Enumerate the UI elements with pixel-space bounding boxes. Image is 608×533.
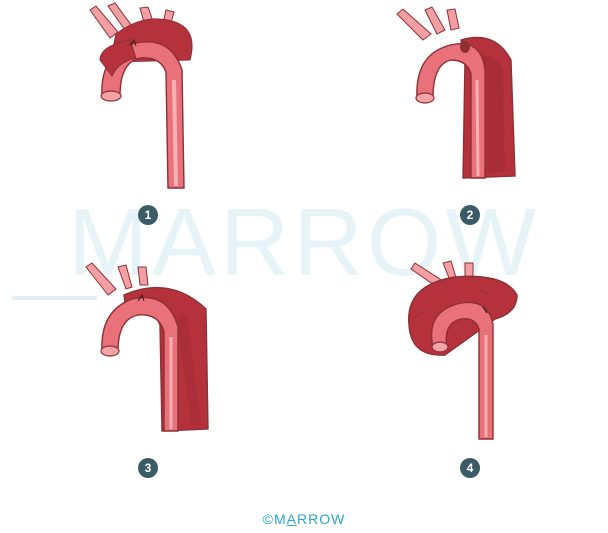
aorta-panel-3	[70, 255, 270, 455]
panel-number-1: 1	[138, 205, 158, 225]
watermark-underline	[12, 296, 97, 300]
brand-first-letter: M	[273, 511, 287, 527]
aorta-panel-2	[385, 0, 585, 200]
brand-rest: RROW	[297, 511, 346, 527]
copyright-symbol: ©	[262, 511, 274, 527]
panel-number-3: 3	[138, 458, 158, 478]
copyright-footer: ©MARROW	[0, 511, 608, 527]
panel-number-4: 4	[460, 458, 480, 478]
panel-number-2: 2	[460, 205, 480, 225]
aorta-illustration-1	[89, 2, 193, 189]
aorta-illustration-4	[408, 260, 518, 440]
aorta-panel-1	[70, 0, 270, 200]
aorta-illustration-3	[85, 262, 209, 432]
aorta-illustration-2	[396, 6, 516, 179]
aorta-panel-4	[385, 255, 585, 455]
brand-underlined-letter: A	[286, 511, 297, 527]
